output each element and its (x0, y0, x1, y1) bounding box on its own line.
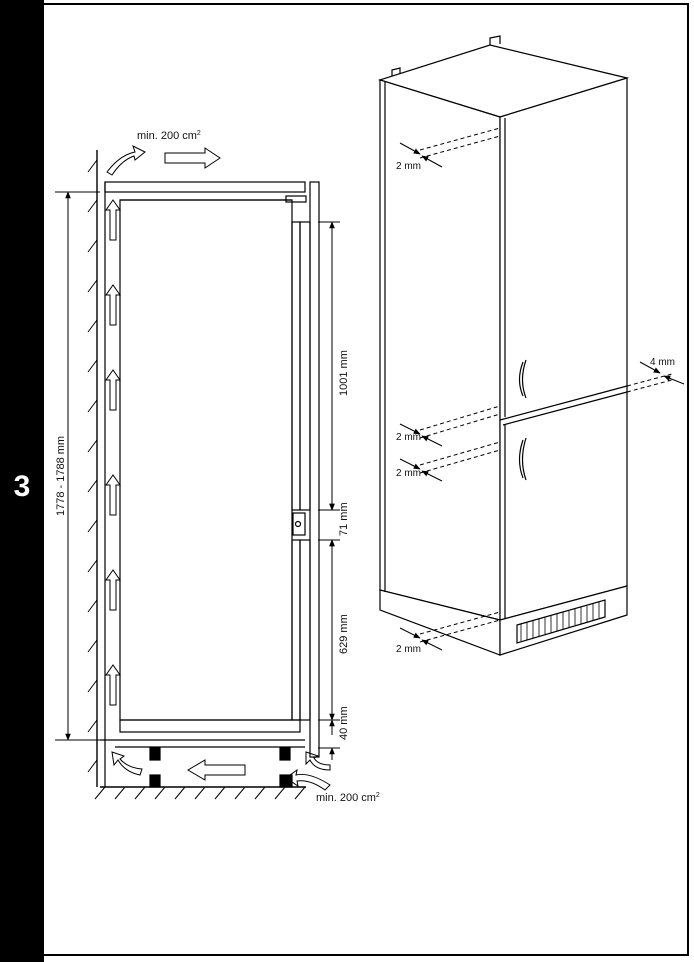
side-view-drawing (55, 145, 340, 800)
gap-indicators (399, 127, 685, 651)
dim-upper-door: 1001 mm (338, 350, 350, 396)
gap-mid1-label: 2 mm (396, 432, 421, 443)
section-tab (0, 0, 44, 962)
floor-hatching (94, 786, 306, 800)
wall-hatching (87, 159, 98, 773)
gap-bottom-label: 2 mm (396, 644, 421, 655)
dim-lower-door: 629 mm (338, 614, 350, 654)
gap-top-label: 2 mm (396, 161, 421, 172)
vent-bottom-label: min. 200 cm2 (316, 792, 380, 804)
dim-bottom: 40 mm (338, 706, 350, 740)
section-number: 3 (13, 470, 31, 503)
gap-middle-label: 4 mm (650, 357, 675, 368)
airflow-arrows (105, 145, 331, 791)
page-frame (44, 3, 689, 956)
dim-gap: 71 mm (338, 502, 350, 536)
dim-total-height: 1778 - 1788 mm (55, 436, 67, 516)
vent-top-label: min. 200 cm2 (137, 130, 201, 142)
perspective-cabinet (377, 35, 630, 656)
gap-mid2-label: 2 mm (396, 468, 421, 479)
vent-grille-slats (520, 602, 600, 641)
